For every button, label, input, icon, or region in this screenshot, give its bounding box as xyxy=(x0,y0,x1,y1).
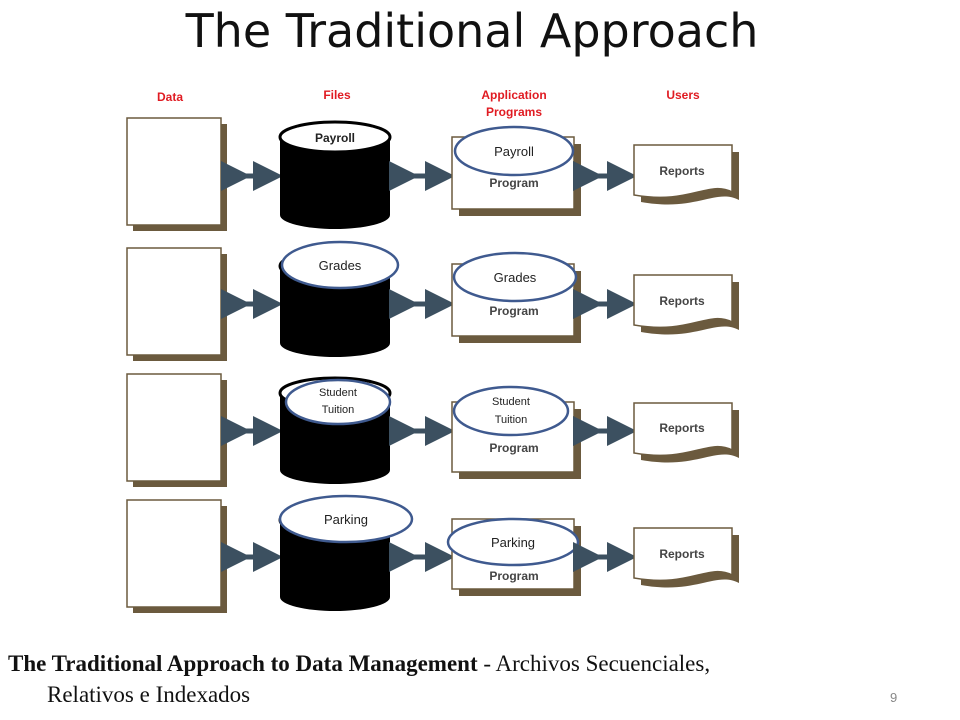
file-cylinder-icon xyxy=(278,120,392,229)
column-header-application-line1: Application xyxy=(481,88,547,102)
reports-document-icon xyxy=(633,274,739,335)
reports-document-icon xyxy=(633,527,739,588)
file-label: Payroll xyxy=(315,131,355,145)
slide-caption: The Traditional Approach to Data Managem… xyxy=(8,648,938,710)
app-overlay-label: Parking xyxy=(491,535,535,550)
column-header-users: Users xyxy=(666,88,700,102)
program-label: Program xyxy=(489,569,538,583)
reports-label: Reports xyxy=(659,294,705,308)
file-label-line1: Student xyxy=(319,387,357,399)
column-header-application-programs: Application Programs xyxy=(470,87,558,121)
row-parking: Parking Program Parking Reports xyxy=(126,494,739,613)
file-highlight-ellipse xyxy=(284,378,392,426)
program-label: Program xyxy=(489,304,538,318)
page-number: 9 xyxy=(890,690,898,705)
column-header-data: Data xyxy=(156,90,183,104)
file-highlight-ellipse xyxy=(278,494,414,544)
file-label: Grades xyxy=(319,258,362,273)
slide-title: The Traditional Approach xyxy=(185,4,759,58)
reports-label: Reports xyxy=(659,164,705,178)
app-overlay-line2: Tuition xyxy=(495,414,528,426)
row-grades: Grades Program Grades Reports xyxy=(126,240,739,361)
caption-bold: The Traditional Approach to Data Managem… xyxy=(8,651,478,676)
file-label: Parking xyxy=(324,512,368,527)
reports-label: Reports xyxy=(659,421,705,435)
caption-line2: Relativos e Indexados xyxy=(47,682,251,707)
reports-document-icon xyxy=(633,402,739,463)
data-document-icon xyxy=(126,373,227,487)
app-highlight-ellipse xyxy=(452,251,578,303)
data-document-icon xyxy=(126,117,227,231)
row-payroll: Payroll Program Payroll Reports xyxy=(126,117,739,231)
caption-rest: - Archivos Secuenciales, xyxy=(477,651,711,676)
app-overlay-line1: Student xyxy=(492,396,530,408)
program-label: Program xyxy=(489,441,538,455)
reports-document-icon xyxy=(633,144,739,205)
column-header-files: Files xyxy=(323,88,351,102)
program-label: Program xyxy=(489,176,538,190)
file-highlight-ellipse xyxy=(280,240,400,290)
column-header-application-line2: Programs xyxy=(485,105,543,119)
file-label-line2: Tuition xyxy=(322,404,355,416)
data-document-icon xyxy=(126,247,227,361)
traditional-approach-diagram: Payroll Program Payroll Reports Grades xyxy=(126,117,739,613)
app-overlay-label: Grades xyxy=(494,270,537,285)
data-document-icon xyxy=(126,499,227,613)
reports-label: Reports xyxy=(659,547,705,561)
app-highlight-ellipse xyxy=(452,385,570,437)
app-overlay-label: Payroll xyxy=(494,144,534,159)
app-highlight-ellipse xyxy=(453,125,575,177)
row-student-tuition: Student Tuition Program Student Tuition … xyxy=(126,373,739,487)
